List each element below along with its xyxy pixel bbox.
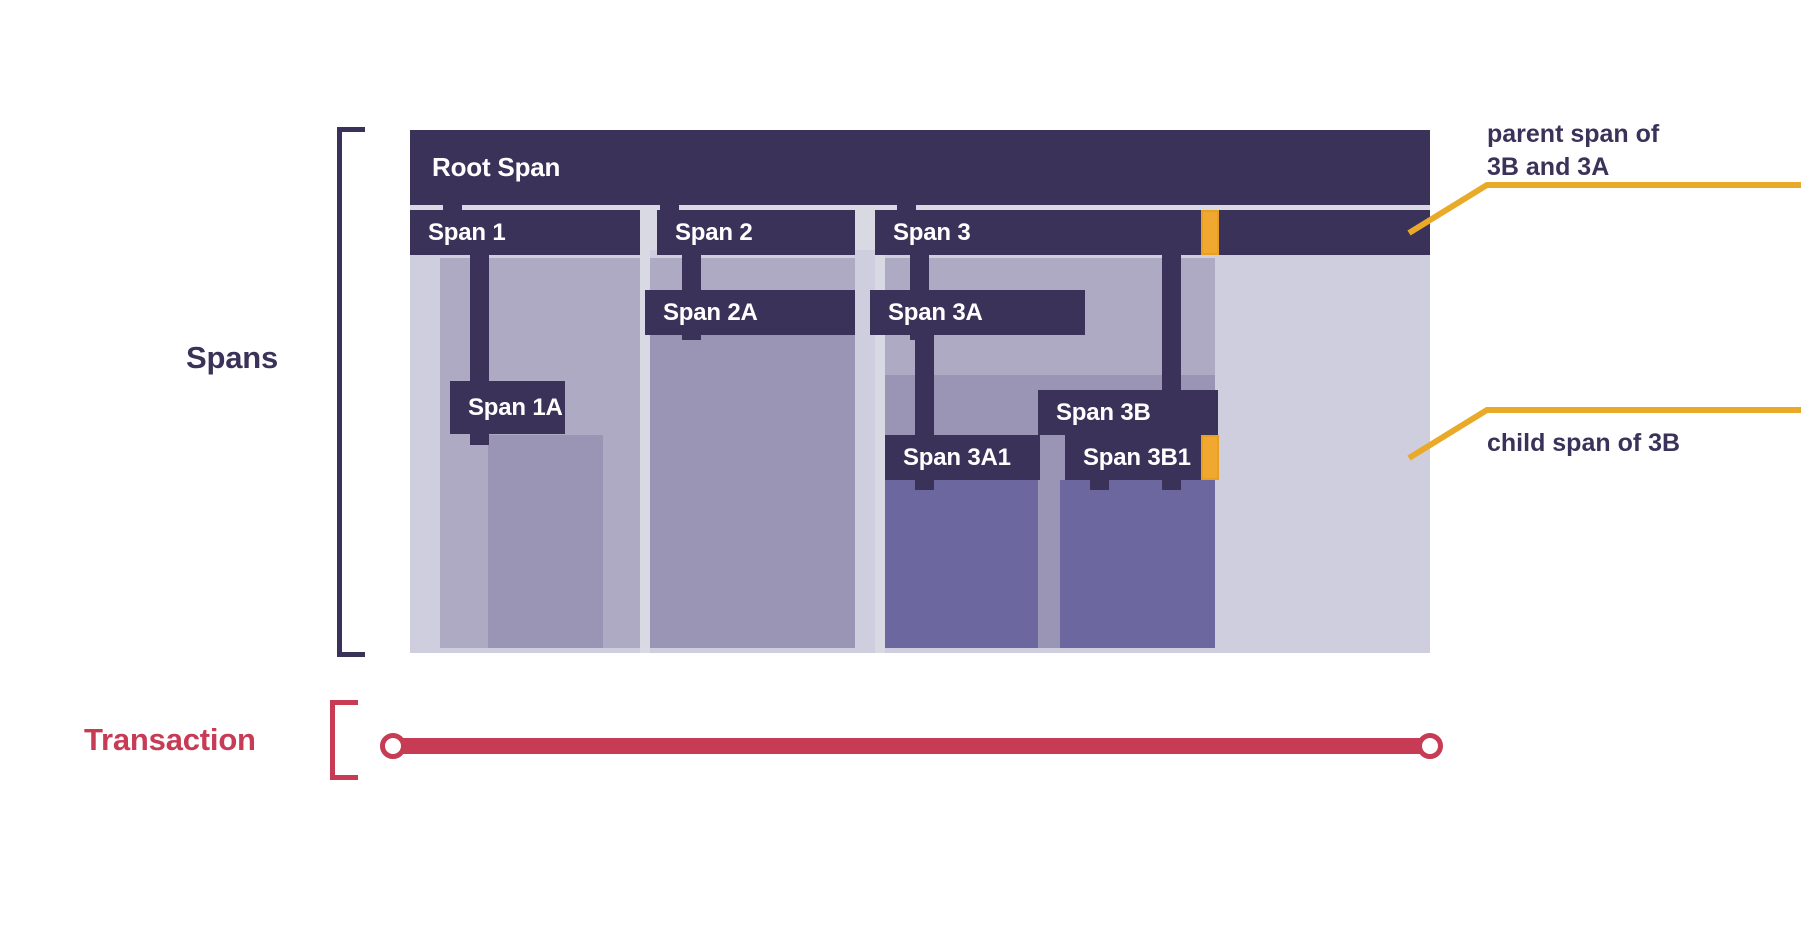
span-label-span-3b: Span 3B	[1056, 398, 1151, 426]
highlight-marker-span-3	[1201, 210, 1219, 255]
span-bar-span-1a[interactable]: Span 1A	[450, 381, 565, 434]
transaction-start-dot	[380, 733, 406, 759]
span-2a-body	[650, 335, 855, 648]
spans-group-label: Spans	[186, 340, 279, 375]
span-label-span-3a: Span 3A	[888, 298, 983, 326]
span-bar-span-2a[interactable]: Span 2A	[645, 290, 855, 335]
highlight-marker-span-3b1	[1201, 435, 1219, 480]
transaction-bracket	[330, 700, 358, 780]
span-bar-span-3[interactable]: Span 3	[875, 210, 1430, 255]
transaction-group-label: Transaction	[84, 722, 256, 757]
callout-child-span-text: child span of 3B	[1487, 429, 1681, 457]
transaction-end-dot	[1417, 733, 1443, 759]
spans-panel: Root Span Span 1 Span 1A Span 2 Span 2A …	[410, 130, 1430, 653]
span-bar-span-3a[interactable]: Span 3A	[870, 290, 1085, 335]
span-3b1-body	[1060, 480, 1215, 648]
callout-parent-span-text: parent span of 3B and 3A	[1487, 120, 1660, 181]
spans-bracket	[337, 127, 365, 657]
span-label-span-3a1: Span 3A1	[903, 443, 1011, 471]
span-bar-span-1[interactable]: Span 1	[410, 210, 640, 255]
span-bar-span-3a1[interactable]: Span 3A1	[885, 435, 1040, 480]
span-label-span-3: Span 3	[893, 218, 971, 246]
span-label-span-3b1: Span 3B1	[1083, 443, 1191, 471]
span-bar-span-3b1[interactable]: Span 3B1	[1065, 435, 1215, 480]
span-bar-span-2[interactable]: Span 2	[657, 210, 855, 255]
span-label-root: Root Span	[432, 152, 561, 182]
transaction-bar	[392, 738, 1430, 754]
span-3a1-body	[885, 480, 1040, 648]
span-label-span-1a: Span 1A	[468, 393, 563, 421]
span-label-span-2: Span 2	[675, 218, 753, 246]
span-label-span-1: Span 1	[428, 218, 506, 246]
span-bar-span-3b[interactable]: Span 3B	[1038, 390, 1218, 435]
span-label-span-2a: Span 2A	[663, 298, 758, 326]
span-1a-body	[488, 435, 603, 648]
span-bar-root[interactable]: Root Span	[410, 130, 1430, 205]
